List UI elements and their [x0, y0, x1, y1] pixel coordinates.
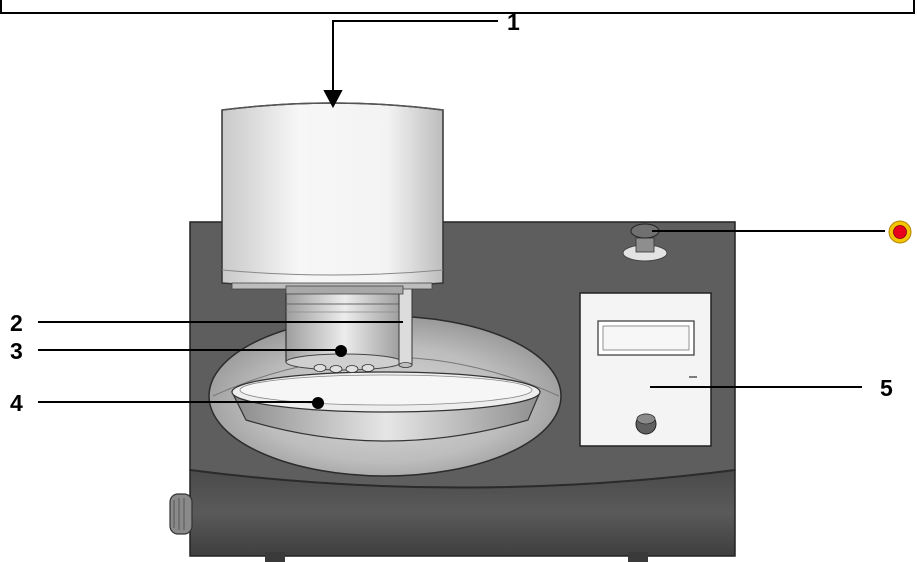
polishing-plate — [231, 371, 541, 442]
control-knob — [635, 413, 657, 435]
dispenser-pipe — [398, 282, 413, 368]
foot-left — [265, 552, 285, 562]
sample-holder-head — [285, 291, 404, 373]
callout-3: 3 — [10, 338, 23, 364]
callout-5: 5 — [880, 375, 893, 401]
leader-dot-4 — [312, 397, 324, 409]
arrowhead-1 — [323, 90, 343, 109]
emergency-stop-symbol-icon — [888, 220, 912, 244]
emergency-stop-button — [622, 223, 668, 262]
leader-line-1 — [332, 20, 498, 96]
display-screen — [602, 325, 690, 351]
caption-box — [0, 0, 915, 14]
callout-2: 2 — [10, 310, 23, 336]
side-knob — [169, 493, 193, 535]
callout-4: 4 — [10, 390, 23, 416]
control-panel — [579, 292, 712, 447]
motor-housing — [221, 102, 444, 295]
callout-1: 1 — [507, 9, 520, 35]
foot-right — [628, 552, 648, 562]
leader-dot-3 — [335, 345, 347, 357]
